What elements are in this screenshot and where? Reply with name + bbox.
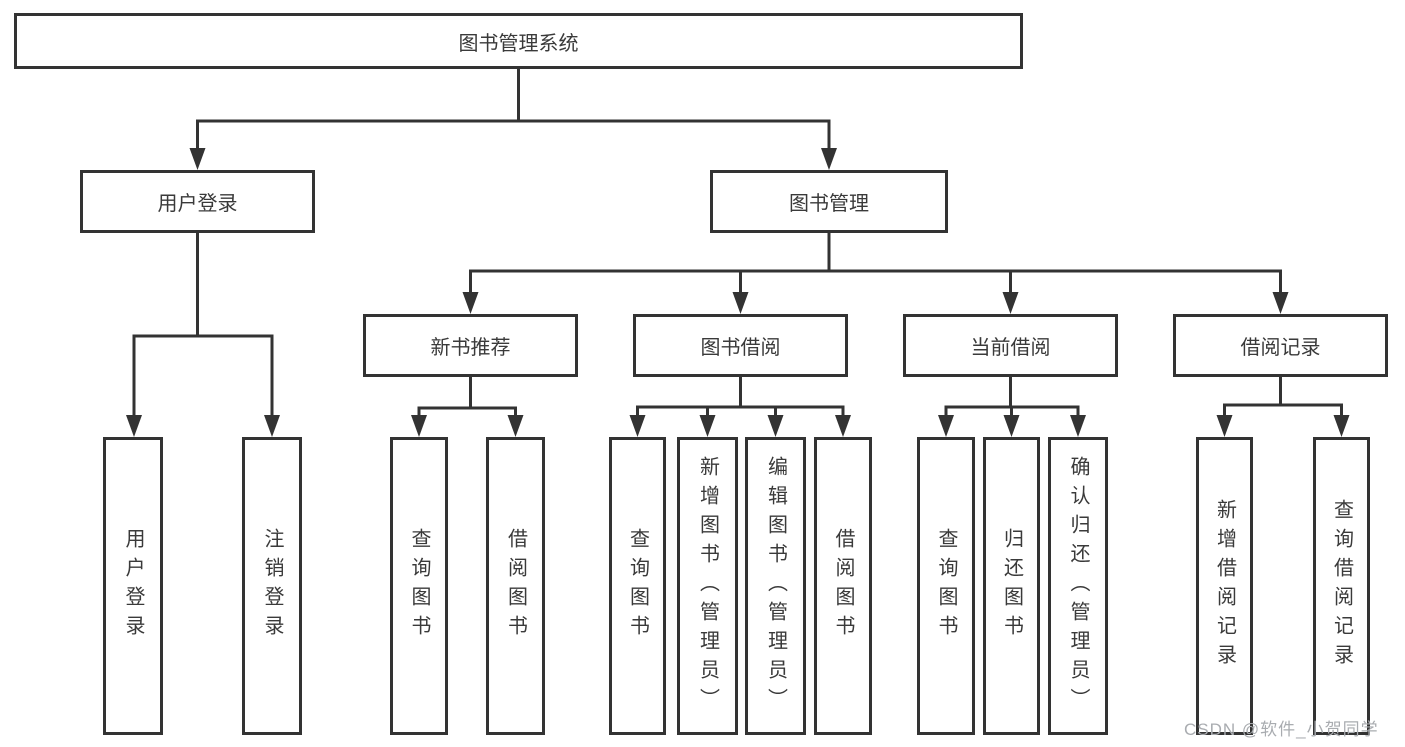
node-book-management-label: 图书管理 — [789, 193, 869, 215]
leaf-add-book-admin-label: 新增图书（管理员） — [696, 455, 719, 717]
leaf-current-query-book: 查询图书 — [917, 437, 975, 735]
leaf-borrow-book: 借阅图书 — [814, 437, 872, 735]
connector-book-management-to-level3 — [462, 233, 1289, 314]
leaf-recommend-borrow-book-label: 借阅图书 — [504, 528, 527, 644]
leaf-current-query-book-label: 查询图书 — [935, 528, 957, 644]
connector-book-borrow-children — [629, 377, 851, 437]
leaf-user-login: 用户登录 — [103, 437, 163, 735]
node-borrow-records-label: 借阅记录 — [1240, 337, 1321, 359]
leaf-borrow-book-label: 借阅图书 — [832, 528, 854, 644]
connector-current-borrow-children — [938, 377, 1086, 437]
leaf-confirm-return-admin: 确认归还（管理员） — [1048, 437, 1108, 735]
leaf-confirm-return-admin-label: 确认归还（管理员） — [1067, 455, 1089, 717]
node-book-borrow: 图书借阅 — [633, 314, 848, 377]
leaf-recommend-borrow-book: 借阅图书 — [486, 437, 545, 735]
leaf-query-borrow-record: 查询借阅记录 — [1313, 437, 1370, 735]
node-root: 图书管理系统 — [14, 13, 1023, 69]
node-user-login: 用户登录 — [80, 170, 315, 233]
leaf-edit-book-admin: 编辑图书（管理员） — [745, 437, 806, 735]
node-root-label: 图书管理系统 — [458, 32, 579, 55]
leaf-add-borrow-record-label: 新增借阅记录 — [1213, 499, 1236, 673]
leaf-add-borrow-record: 新增借阅记录 — [1196, 437, 1253, 735]
leaf-query-borrow-record-label: 查询借阅记录 — [1330, 499, 1353, 673]
node-book-borrow-label: 图书借阅 — [700, 337, 781, 359]
connector-root-to-level2 — [189, 69, 837, 170]
leaf-add-book-admin: 新增图书（管理员） — [677, 437, 738, 735]
node-new-book-recommend: 新书推荐 — [363, 314, 578, 377]
leaf-logout: 注销登录 — [242, 437, 302, 735]
leaf-logout-label: 注销登录 — [261, 528, 283, 644]
leaf-borrow-query-book: 查询图书 — [609, 437, 666, 735]
node-current-borrow-label: 当前借阅 — [970, 337, 1051, 359]
connector-user-login-children — [126, 233, 280, 437]
node-user-login-label: 用户登录 — [157, 193, 238, 215]
leaf-edit-book-admin-label: 编辑图书（管理员） — [764, 455, 787, 717]
leaf-return-book: 归还图书 — [983, 437, 1040, 735]
leaf-return-book-label: 归还图书 — [1000, 528, 1023, 644]
leaf-user-login-label: 用户登录 — [122, 528, 144, 644]
csdn-watermark: CSDN @软件_小贺同学 — [1184, 720, 1379, 739]
leaf-recommend-query-book-label: 查询图书 — [408, 528, 430, 644]
connector-new-book-recommend-children — [411, 377, 524, 437]
node-new-book-recommend-label: 新书推荐 — [430, 337, 511, 359]
node-current-borrow: 当前借阅 — [903, 314, 1118, 377]
node-book-management: 图书管理 — [710, 170, 948, 233]
leaf-recommend-query-book: 查询图书 — [390, 437, 448, 735]
leaf-borrow-query-book-label: 查询图书 — [626, 528, 649, 644]
node-borrow-records: 借阅记录 — [1173, 314, 1388, 377]
connector-borrow-records-children — [1216, 377, 1350, 437]
